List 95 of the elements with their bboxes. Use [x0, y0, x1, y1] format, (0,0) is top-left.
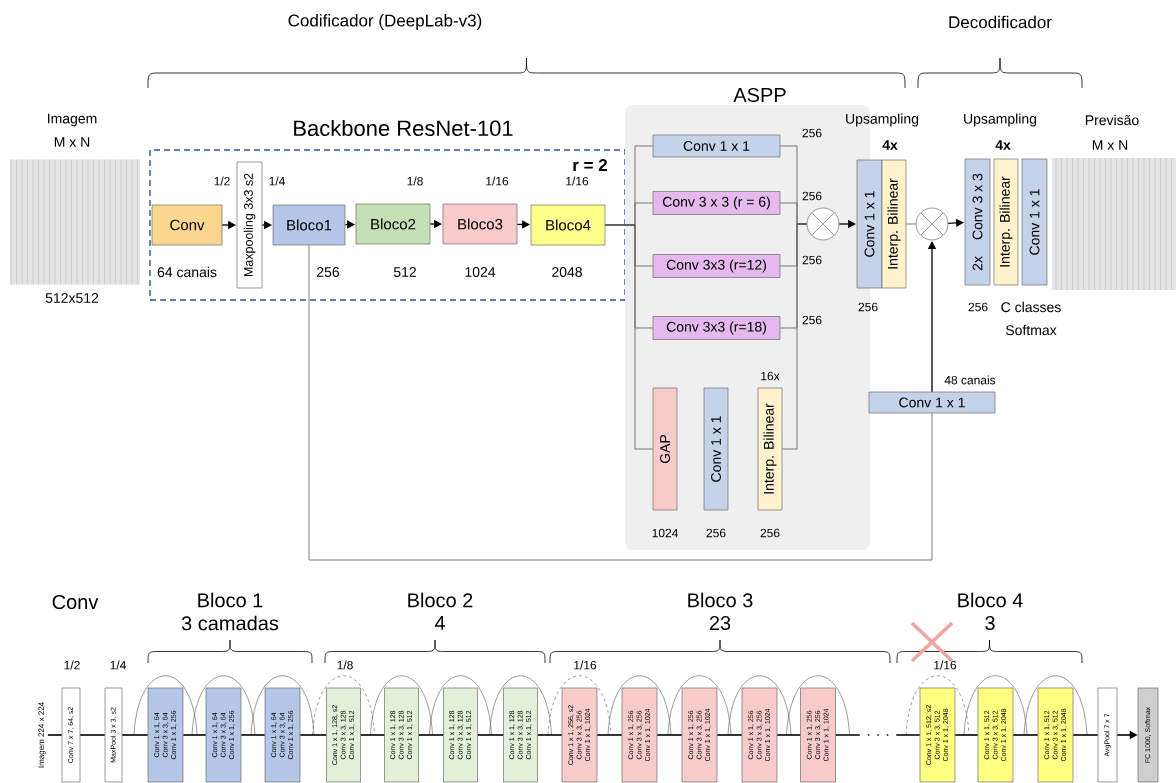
connector-line [299, 734, 327, 736]
connector-line [182, 734, 207, 736]
size-label: 256 [802, 128, 822, 138]
connector-line [656, 734, 683, 736]
layer-box: Conv 3 x 3 (r = 6) [652, 191, 781, 215]
layer-box: Interp. Bilinear [993, 158, 1019, 286]
block-heading: Bloco 1 [198, 592, 263, 608]
connector-line [776, 734, 801, 736]
layer-box: Conv 3x3 (r=12) [652, 254, 781, 278]
connector-line [418, 734, 444, 736]
connector-line [604, 224, 654, 450]
layer-box: Conv 1 x 1 [703, 387, 729, 511]
size-label: 512x512 [45, 293, 99, 303]
size-label: 1024 [652, 528, 678, 538]
section-heading: Codificador (DeepLab-v3) [288, 14, 482, 30]
connector-line [121, 734, 149, 736]
scale-label: 1/4 [110, 660, 126, 670]
connector-line [781, 223, 808, 450]
size-label: 256 [858, 302, 878, 312]
scale-label: 256 [802, 191, 822, 201]
section-heading: Decodificador [949, 15, 1052, 29]
size-label: 1/16 [486, 176, 509, 186]
heading: Imagem [48, 113, 97, 127]
connector-line [240, 734, 266, 736]
input-label: Imagem 224 x 224 [38, 702, 46, 768]
concat-circle [915, 207, 949, 241]
layer-box: Conv 3x3 (r=18) [652, 316, 781, 340]
block-box: Bloco1 [272, 204, 346, 246]
connector-line [47, 734, 63, 736]
size-label: 64 canais [157, 266, 217, 278]
size-label: 1024 [465, 267, 496, 277]
connector-line [79, 734, 106, 736]
layer-box: Conv 1 x 1 [1021, 158, 1048, 286]
connector-line [1012, 734, 1039, 736]
block-box: Bloco4 [530, 204, 606, 246]
layer-box: Conv 1 x 1 [652, 134, 781, 158]
size-label: 256 [760, 528, 780, 538]
layer-box: Maxpooling 3x3 s2 [236, 161, 263, 289]
block-box: Bloco2 [355, 203, 431, 245]
connector-line [835, 734, 921, 736]
layer-box: Interp. Bilinear [757, 387, 783, 511]
connector-line [1072, 734, 1099, 736]
size-label: 1/8 [407, 176, 423, 186]
block-heading: 23 [709, 615, 731, 631]
size-label: 256 [968, 302, 988, 312]
layer-box: GAP [652, 387, 678, 511]
size-label: 1/16 [566, 176, 589, 186]
size-label: Softmax [1005, 324, 1057, 336]
layer-box: Interp. Bilinear [881, 159, 907, 289]
heading: M x N [54, 137, 90, 147]
block-heading: Bloco 4 [958, 592, 1023, 608]
size-label: 256 [317, 267, 340, 277]
size-label: 256 [802, 255, 822, 265]
size-label: 512 [393, 267, 416, 277]
block-heading: 4 [434, 616, 445, 630]
scale-label: 1/16 [934, 660, 957, 670]
connector-line [477, 734, 504, 736]
size-label: 2048 [552, 267, 582, 277]
section-heading: 4x [995, 140, 1011, 150]
connector-line [954, 734, 979, 736]
section-heading: Upsampling [964, 113, 1037, 127]
heading: Previsão [1085, 114, 1139, 126]
connector-line [360, 734, 385, 736]
concat-circle [806, 207, 840, 241]
connector-line [537, 734, 563, 736]
heading: Backbone ResNet-101 [294, 119, 513, 137]
layer-box: Conv 1 x 1 [856, 159, 883, 289]
connector-line [905, 223, 917, 225]
scale-label: 1/8 [337, 660, 353, 670]
layer-box: Conv 1 x 1 [868, 391, 996, 414]
size-label: 48 canais [944, 375, 996, 385]
connector-line [596, 734, 623, 736]
heading: ASPP [733, 87, 786, 103]
layer-box: 2x Conv 3 x 3 [964, 158, 991, 286]
block-heading: Conv [52, 594, 99, 610]
block-heading: Bloco 2 [408, 592, 473, 608]
heading: M x N [1092, 140, 1128, 150]
block-heading: 3 [985, 615, 995, 631]
connector-line [716, 734, 743, 736]
layer-box: Conv [151, 204, 223, 246]
section-heading: Upsampling [846, 113, 919, 127]
size-label: C classes [1001, 301, 1061, 313]
size-label: 16x [761, 371, 780, 381]
section-heading: 4x [882, 140, 898, 150]
scale-label: 1/16 [574, 660, 597, 670]
size-label: 256 [706, 528, 726, 538]
connector-line [308, 244, 933, 561]
block-box: Bloco3 [442, 203, 518, 245]
size-label: 1/2 [214, 176, 230, 186]
size-label: 256 [802, 315, 822, 325]
block-heading: 3 camadas [181, 615, 279, 631]
size-label: 1/4 [269, 176, 285, 186]
scale-label: 1/2 [64, 660, 80, 670]
heading: r = 2 [573, 159, 608, 171]
block-heading: Bloco 3 [688, 592, 753, 608]
